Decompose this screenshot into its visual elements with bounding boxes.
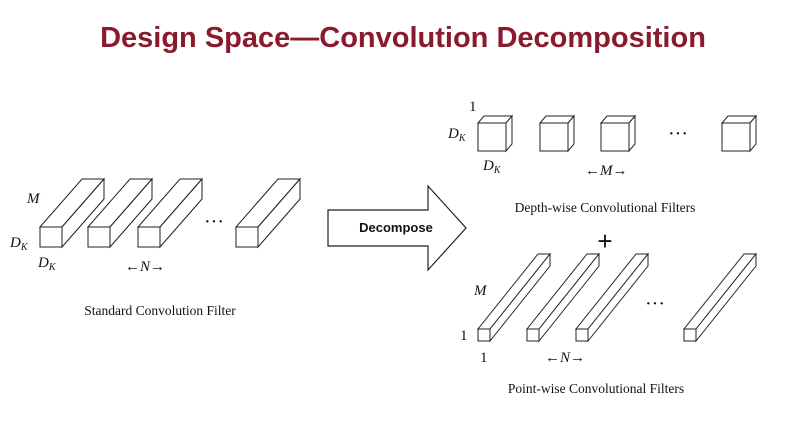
depthwise-filter-3	[600, 115, 636, 152]
standard-height-label: DK	[9, 235, 29, 253]
depthwise-width-main: D	[482, 158, 494, 174]
depthwise-height-sub: K	[458, 133, 467, 144]
standard-height-main: D	[9, 235, 21, 251]
pointwise-filter-n	[683, 253, 757, 342]
decompose-label: Decompose	[359, 220, 433, 235]
pointwise-width-label: 1	[480, 350, 488, 366]
slide-title: Design Space—Convolution Decomposition	[100, 22, 706, 54]
depthwise-depth-label: 1	[469, 99, 477, 115]
pointwise-height-label: 1	[460, 328, 468, 344]
pointwise-count-label: ←N→	[545, 350, 585, 366]
depthwise-width-sub: K	[493, 165, 502, 176]
pointwise-ellipsis: ···	[645, 293, 665, 315]
depthwise-filter-m	[721, 115, 757, 152]
standard-width-main: D	[37, 255, 49, 271]
depthwise-count-label: ←M→	[585, 163, 628, 179]
standard-depth-label: M	[26, 191, 41, 207]
depthwise-filter-2	[539, 115, 575, 152]
standard-height-sub: K	[20, 242, 29, 253]
standard-caption: Standard Convolution Filter	[84, 303, 236, 318]
standard-width-label: DK	[37, 255, 57, 273]
depthwise-width-label: DK	[482, 158, 502, 176]
decompose-arrow	[327, 184, 467, 272]
pointwise-filters	[477, 253, 757, 342]
pointwise-caption: Point-wise Convolutional Filters	[508, 381, 684, 396]
depthwise-height-main: D	[447, 126, 459, 142]
standard-width-sub: K	[48, 262, 57, 273]
standard-filter-n	[235, 178, 301, 248]
standard-ellipsis: ···	[204, 211, 224, 233]
depthwise-filters	[477, 115, 757, 152]
depthwise-caption: Depth-wise Convolutional Filters	[515, 200, 696, 215]
depthwise-ellipsis: ···	[668, 123, 688, 145]
standard-count-label: ←N→	[125, 259, 165, 275]
pointwise-depth-label: M	[473, 283, 488, 299]
depthwise-filter-1	[477, 115, 513, 152]
depthwise-height-label: DK	[447, 126, 467, 144]
plus-sign: +	[597, 226, 612, 256]
standard-filters	[39, 178, 301, 248]
